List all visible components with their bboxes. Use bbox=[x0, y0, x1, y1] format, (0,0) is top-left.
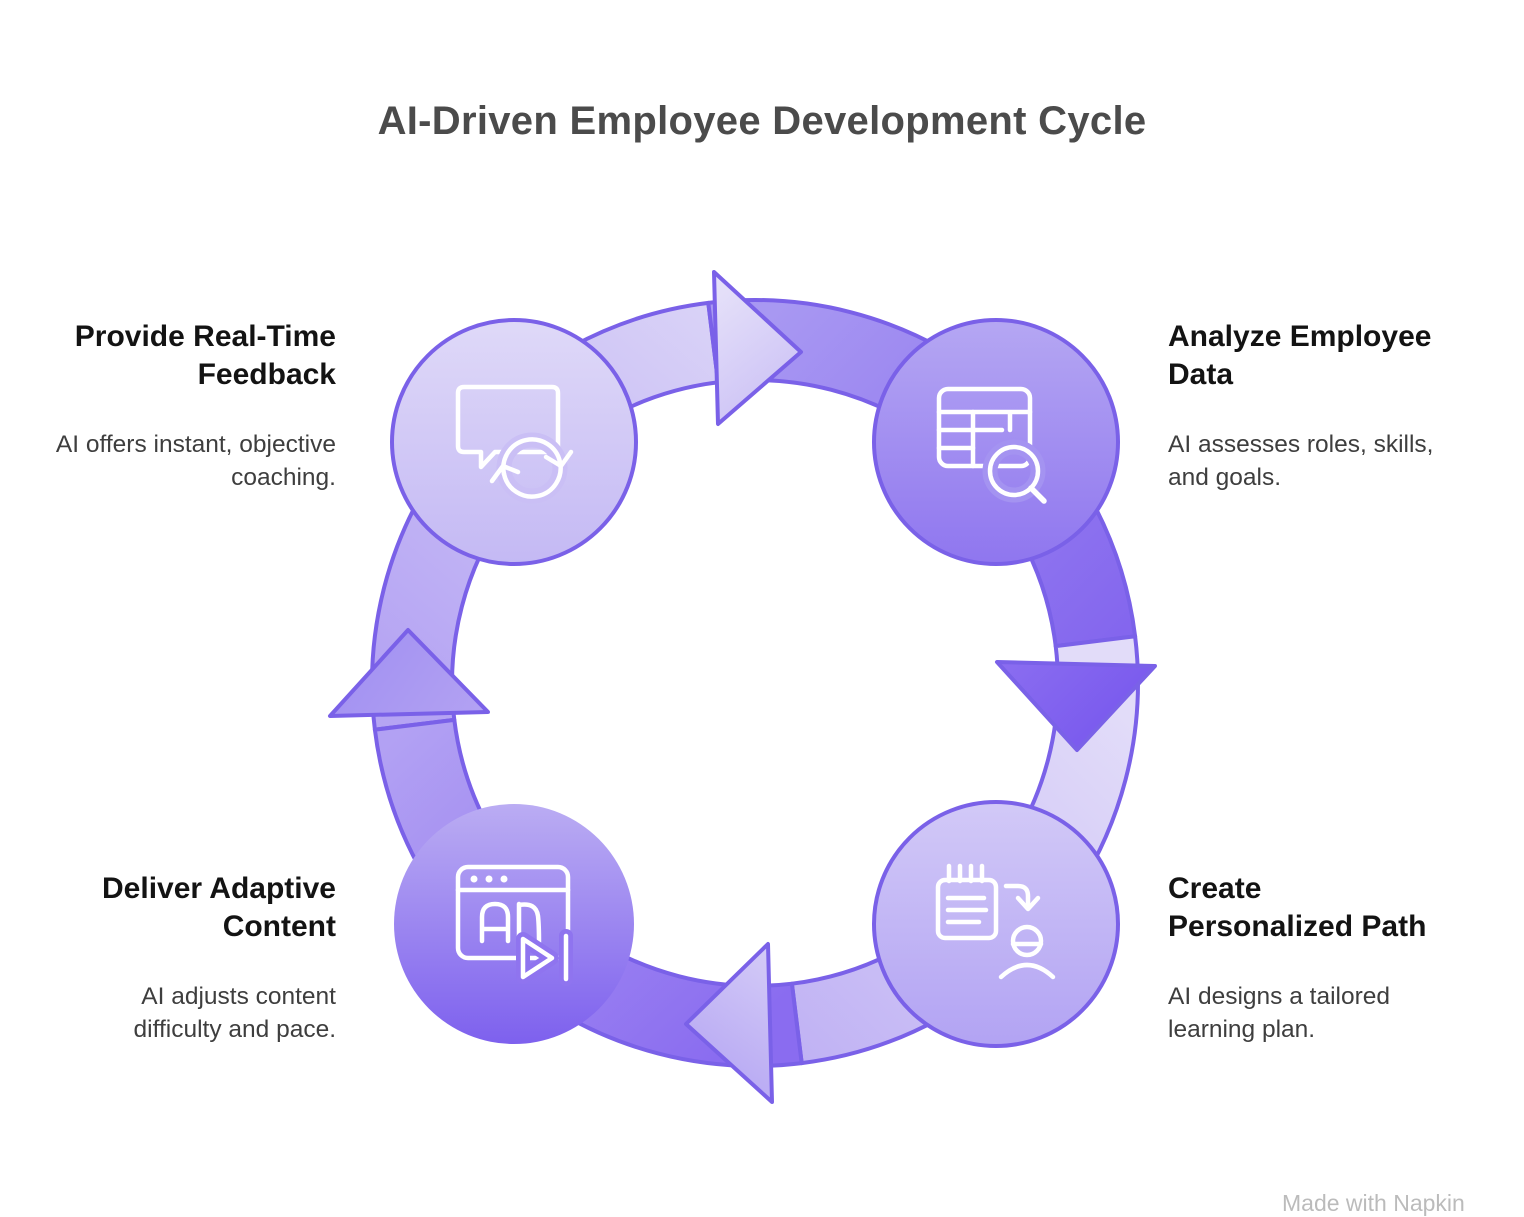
magnifier-lens bbox=[987, 444, 1041, 498]
letter-a-shape bbox=[479, 901, 511, 944]
step-heading-deliver: Deliver Adaptive Content bbox=[102, 872, 336, 943]
notepad-shape bbox=[935, 877, 999, 941]
step-feedback: Provide Real-Time Feedback AI offers ins… bbox=[0, 318, 336, 494]
person-head bbox=[1010, 924, 1044, 958]
browser-dot-3 bbox=[500, 875, 508, 883]
curved-arrowhead bbox=[1015, 895, 1041, 912]
step-analyze: Analyze Employee Data AI assesses roles,… bbox=[1168, 318, 1520, 494]
step-description-analyze: AI assesses roles, skills, and goals. bbox=[1168, 431, 1434, 491]
diagram-title: AI-Driven Employee Development Cycle bbox=[377, 99, 1147, 143]
sync-arrowhead-left bbox=[489, 463, 521, 484]
arrow-down-icon bbox=[995, 660, 1157, 752]
sync-arc-top bbox=[501, 437, 563, 477]
notepad-person-icon bbox=[935, 863, 1056, 980]
arrow-right-icon bbox=[712, 270, 803, 426]
browser-ad-play-icon bbox=[455, 864, 573, 986]
sync-arc-bottom bbox=[501, 459, 563, 499]
magnifier-handle bbox=[1028, 485, 1047, 504]
speech-bubble-sync-icon bbox=[455, 384, 574, 504]
browser-window-shape bbox=[455, 864, 571, 961]
step-deliver: Deliver Adaptive Content AI adjusts cont… bbox=[0, 870, 336, 1046]
step-description-create: AI designs a tailored learning plan. bbox=[1168, 983, 1390, 1043]
speech-bubble-shape bbox=[455, 384, 561, 470]
arrow-left-icon bbox=[684, 942, 774, 1104]
step-heading-create: Create Personalized Path bbox=[1168, 872, 1427, 943]
letter-d-shape bbox=[516, 901, 542, 945]
watermark: Made with Napkin bbox=[1282, 1190, 1465, 1216]
step-description-deliver: AI adjusts content difficulty and pace. bbox=[133, 983, 336, 1043]
step-heading-feedback: Provide Real-Time Feedback bbox=[74, 320, 336, 391]
node-analyze-circle bbox=[872, 318, 1120, 566]
person-shoulders bbox=[998, 962, 1056, 980]
cycle-arrowheads bbox=[328, 270, 1157, 1104]
notepad-binding-ticks bbox=[946, 863, 985, 884]
table-magnifier-icon bbox=[936, 386, 1047, 504]
skip-play-triangle bbox=[520, 936, 555, 980]
step-create: Create Personalized Path AI designs a ta… bbox=[1168, 870, 1524, 1046]
curved-arrow-down bbox=[1003, 883, 1031, 908]
browser-dot-2 bbox=[485, 875, 493, 883]
arrow-up-icon bbox=[328, 628, 490, 718]
step-heading-analyze: Analyze Employee Data bbox=[1168, 320, 1432, 391]
step-description-feedback: AI offers instant, objective coaching. bbox=[55, 431, 336, 491]
node-deliver-circle bbox=[394, 804, 634, 1044]
browser-dot-1 bbox=[470, 875, 478, 883]
